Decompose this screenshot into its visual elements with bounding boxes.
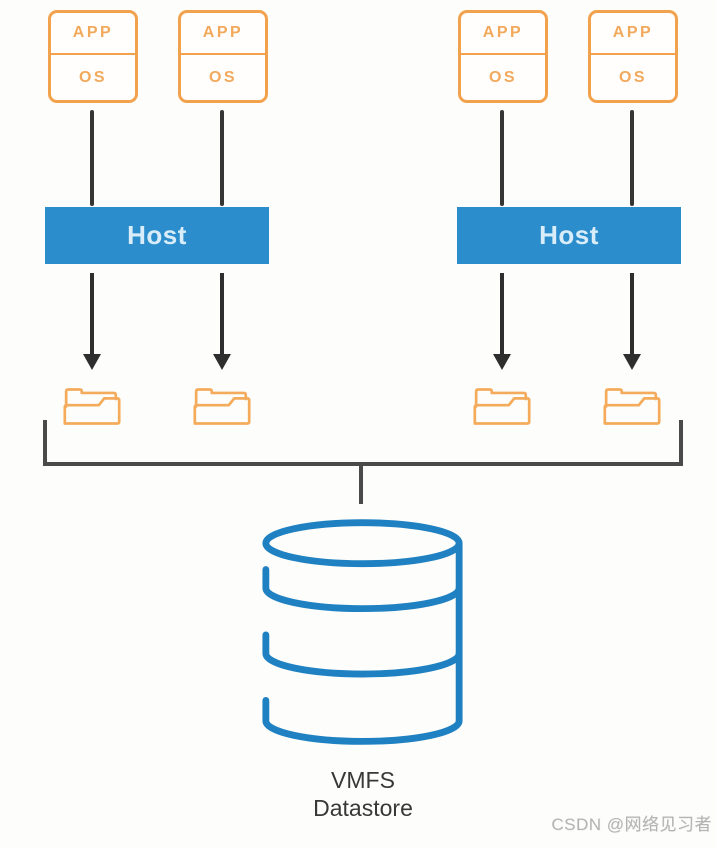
datastore-label-line1: VMFS [331,767,395,793]
vm-to-host-line [220,110,224,206]
arrow-shaft [90,273,94,354]
vm-app-section: APP [591,13,675,55]
bracket-center-stem [359,464,363,504]
vm-app-section: APP [461,13,545,55]
vm-os-label: OS [618,68,648,86]
host-label: Host [539,220,599,250]
datastore-label: VMFS Datastore [238,766,488,822]
vm-os-label: OS [78,68,108,86]
host-to-folder-arrow [623,273,641,370]
vm-app-section: APP [51,13,135,55]
bracket-right-riser [679,420,683,466]
vm-box-4: APP OS [588,10,678,103]
vm-os-section: OS [461,55,545,100]
arrow-head-icon [213,354,231,370]
vm-app-label: APP [202,24,244,41]
vm-os-section: OS [51,55,135,100]
vm-os-label: OS [208,68,238,86]
arrow-shaft [220,273,224,354]
vmfs-datastore-icon [262,519,463,745]
folder-icon [63,388,121,425]
vm-box-1: APP OS [48,10,138,103]
bracket-horizontal-line [43,462,683,466]
host-to-folder-arrow [493,273,511,370]
vm-app-label: APP [612,24,654,41]
arrow-head-icon [623,354,641,370]
vm-os-section: OS [591,55,675,100]
vm-os-label: OS [488,68,518,86]
bracket-left-riser [43,420,47,466]
folder-icon [603,388,661,425]
vm-box-2: APP OS [178,10,268,103]
folder-icon [193,388,251,425]
vm-app-label: APP [72,24,114,41]
arrow-shaft [630,273,634,354]
vm-to-host-line [630,110,634,206]
vm-to-host-line [500,110,504,206]
vm-box-3: APP OS [458,10,548,103]
arrow-head-icon [83,354,101,370]
vm-os-section: OS [181,55,265,100]
vm-app-section: APP [181,13,265,55]
host-box-2: Host [457,207,681,264]
host-box-1: Host [45,207,269,264]
vm-to-host-line [90,110,94,206]
host-to-folder-arrow [83,273,101,370]
arrow-shaft [500,273,504,354]
datastore-label-line2: Datastore [313,795,413,821]
folder-icon [473,388,531,425]
vm-app-label: APP [482,24,524,41]
watermark: CSDN @网络见习者 [551,815,712,834]
host-label: Host [127,220,187,250]
host-to-folder-arrow [213,273,231,370]
arrow-head-icon [493,354,511,370]
